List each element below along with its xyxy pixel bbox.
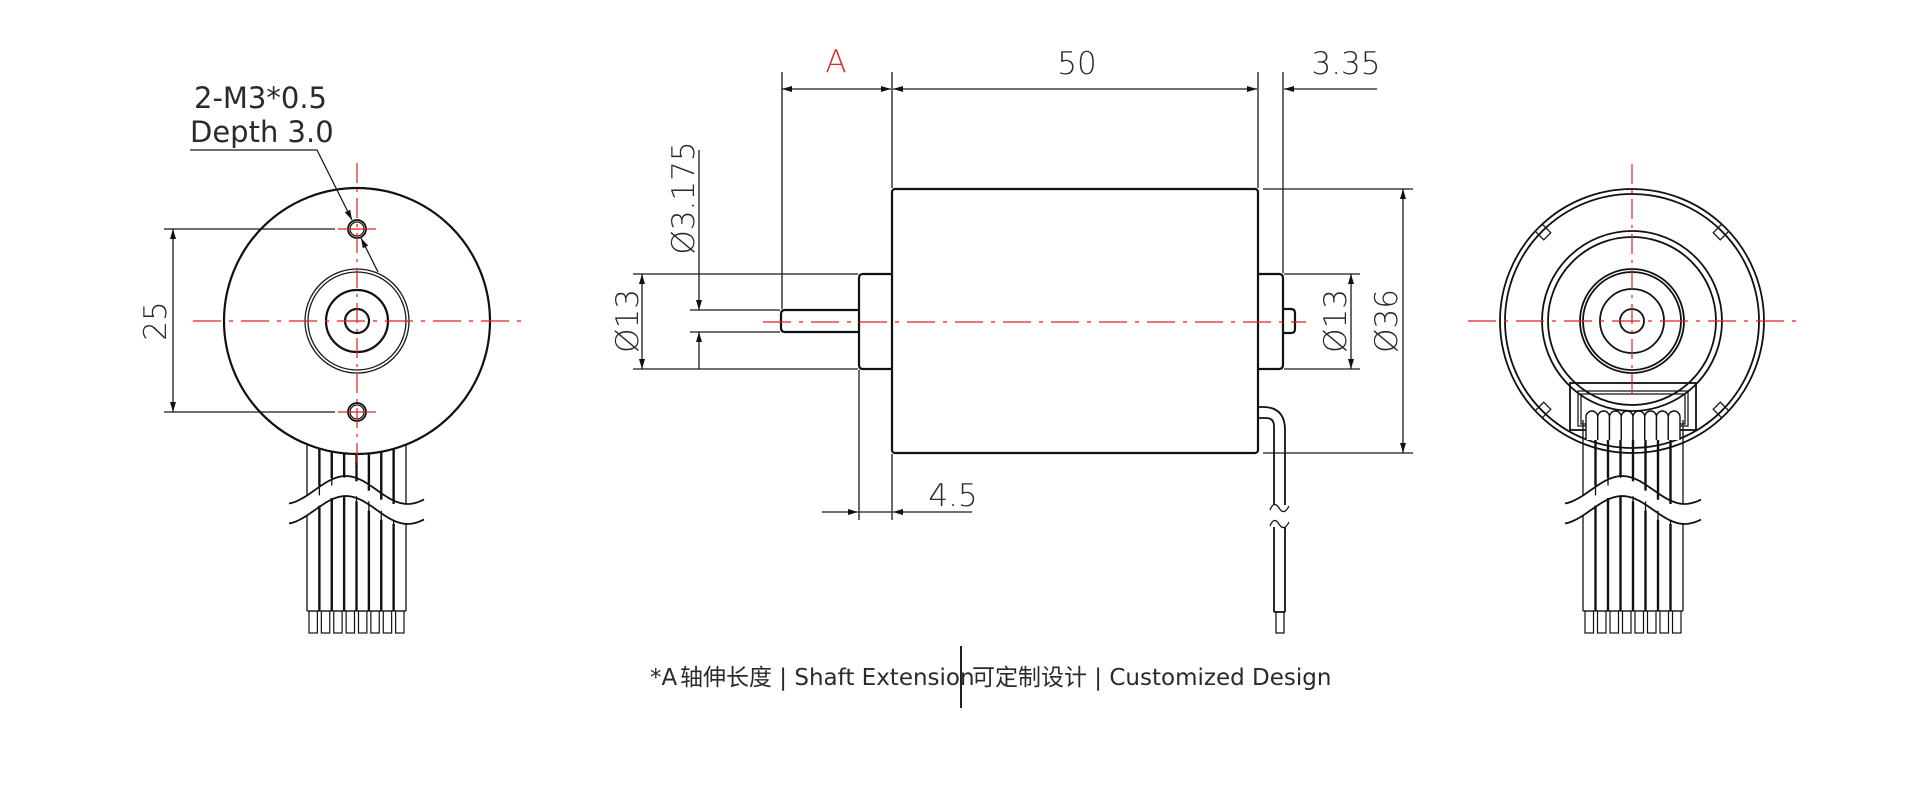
wire [1594, 420, 1609, 634]
wire-tip [370, 610, 380, 634]
wire-tip [1596, 610, 1607, 634]
rear-wire-bundle [1564, 420, 1702, 634]
wire-tip [357, 610, 368, 634]
connector-pin [1608, 410, 1622, 440]
wire [330, 440, 345, 634]
rear-tab-tl [1534, 223, 1552, 241]
caption-marker: *A [650, 665, 678, 691]
connector-pin [1620, 410, 1634, 440]
wire-tip [395, 610, 405, 634]
front-wire-bundle [288, 440, 425, 634]
rear-tab-br [1712, 401, 1730, 419]
wire-tip [1671, 610, 1682, 634]
wire [342, 440, 358, 634]
dim-shaft-dia: Ø3.175 [666, 141, 702, 254]
dim-body-dia: Ø36 [1369, 289, 1405, 353]
hole-note-leader-2 [360, 237, 379, 273]
wire [392, 440, 407, 634]
wire-tip [320, 610, 331, 634]
output-shaft [779, 308, 859, 334]
wire [306, 440, 321, 634]
wire-break-top [1269, 503, 1290, 513]
wire-break-bottom [1269, 519, 1290, 529]
dim-front-flange-dia: Ø13 [610, 289, 646, 353]
hole-note-leader [190, 149, 353, 221]
connector-pin [1597, 410, 1611, 440]
rear-tab-bl [1534, 401, 1552, 419]
rear-tab-tr [1712, 223, 1730, 241]
connector-pin [1632, 410, 1646, 440]
wire-tip [1646, 610, 1657, 634]
wire-tip [1659, 610, 1670, 634]
dim-rear-flange-dia: Ø13 [1318, 289, 1354, 353]
rear-shaft-stub [1283, 307, 1297, 335]
wire [355, 440, 370, 634]
wire-tip [1634, 610, 1645, 634]
dim-flange-length: 4.5 [928, 478, 977, 514]
dim-body-length: 50 [1057, 46, 1096, 82]
wire [318, 440, 333, 634]
side-lead-wire [1258, 406, 1286, 613]
dim-rear-shaft: 3.35 [1311, 46, 1380, 82]
connector-pin [1667, 410, 1681, 440]
hole-note-line1: 2-M3*0.5 [194, 81, 327, 115]
front-view: 25 2-M3*0.5 Depth 3.0 [138, 81, 522, 634]
caption-shaft-extension: 轴伸长度 | Shaft Extension [680, 665, 975, 691]
hole-note-line2: Depth 3.0 [190, 115, 334, 149]
wire-tip [382, 610, 393, 634]
wire [1656, 420, 1672, 634]
wire-break-line [288, 495, 425, 525]
dim-hole-spacing: 25 [138, 301, 174, 340]
dim-shaft-extension: A [825, 44, 846, 80]
connector-pin [1644, 410, 1658, 440]
wire-break-line [1564, 475, 1702, 505]
wire [1669, 420, 1684, 634]
side-wire-tip [1275, 611, 1285, 634]
wire-tip [1609, 610, 1620, 634]
side-view: A 50 3.35 Ø13 Ø3.175 Ø13 Ø36 4.5 [610, 44, 1413, 634]
connector-pin [1585, 410, 1599, 440]
wire-tip [308, 610, 318, 634]
caption-customized-design: 可定制设计 | Customized Design [972, 665, 1331, 691]
wire-break-line [1564, 495, 1702, 525]
wire-tip [345, 610, 356, 634]
wire-tip [333, 610, 343, 634]
caption: *A 轴伸长度 | Shaft Extension 可定制设计 | Custom… [650, 646, 1331, 708]
rear-view [1468, 164, 1796, 634]
wire [367, 440, 382, 634]
wire [1582, 420, 1597, 634]
wire [380, 440, 395, 634]
motor-body [890, 187, 1260, 455]
wire-tip [1584, 610, 1595, 634]
wire-tip [1621, 610, 1632, 634]
wire-break-line [288, 475, 425, 505]
connector-pin [1655, 410, 1669, 440]
